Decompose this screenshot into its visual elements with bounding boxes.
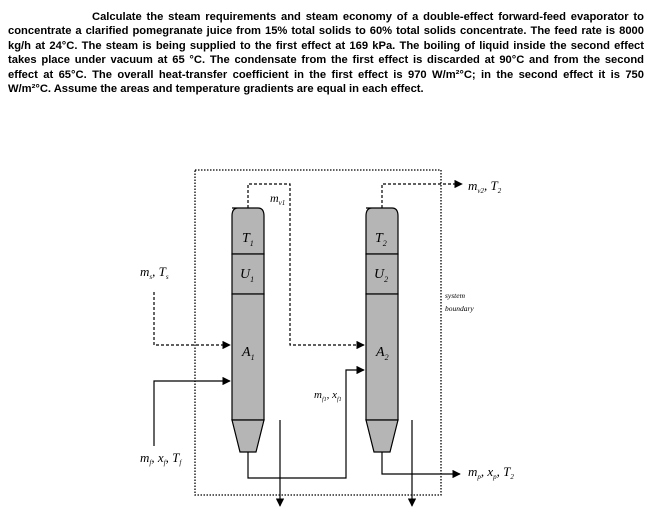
steam-line bbox=[153, 292, 231, 350]
effect-2-temp-label: T2 bbox=[375, 231, 387, 248]
vapor-1-line bbox=[247, 183, 365, 350]
vapor-2-line bbox=[381, 179, 463, 208]
product-line bbox=[381, 452, 461, 479]
steam-label: ms, Ts bbox=[140, 264, 169, 281]
feed-label: mf, xf, Tf bbox=[140, 450, 182, 467]
effect-2-coef-label: U2 bbox=[374, 267, 388, 284]
intermediate-line bbox=[247, 365, 365, 479]
product-label: mp, xp, T2 bbox=[468, 464, 514, 481]
effect-2-vessel bbox=[365, 207, 399, 453]
feed-line bbox=[153, 376, 231, 446]
system-boundary-box bbox=[194, 169, 442, 496]
effect-1-area-label: A1 bbox=[241, 345, 255, 362]
system-boundary-label-2: boundary bbox=[445, 304, 474, 313]
intermediate-label: mf1, xf1 bbox=[314, 389, 342, 403]
effect-1-vessel bbox=[231, 207, 265, 453]
effect-1-coef-label: U1 bbox=[240, 267, 254, 284]
vapor-1-label: mv1 bbox=[270, 191, 285, 207]
problem-text: Calculate the steam requirements and ste… bbox=[8, 11, 644, 96]
effect-1-temp-label: T1 bbox=[242, 231, 254, 248]
problem-statement: Calculate the steam requirements and ste… bbox=[8, 10, 644, 96]
system-boundary-label-1: system bbox=[445, 291, 466, 300]
vapor-2-label: mv2, T2 bbox=[468, 178, 502, 195]
effect-2-area-label: A2 bbox=[375, 345, 389, 362]
